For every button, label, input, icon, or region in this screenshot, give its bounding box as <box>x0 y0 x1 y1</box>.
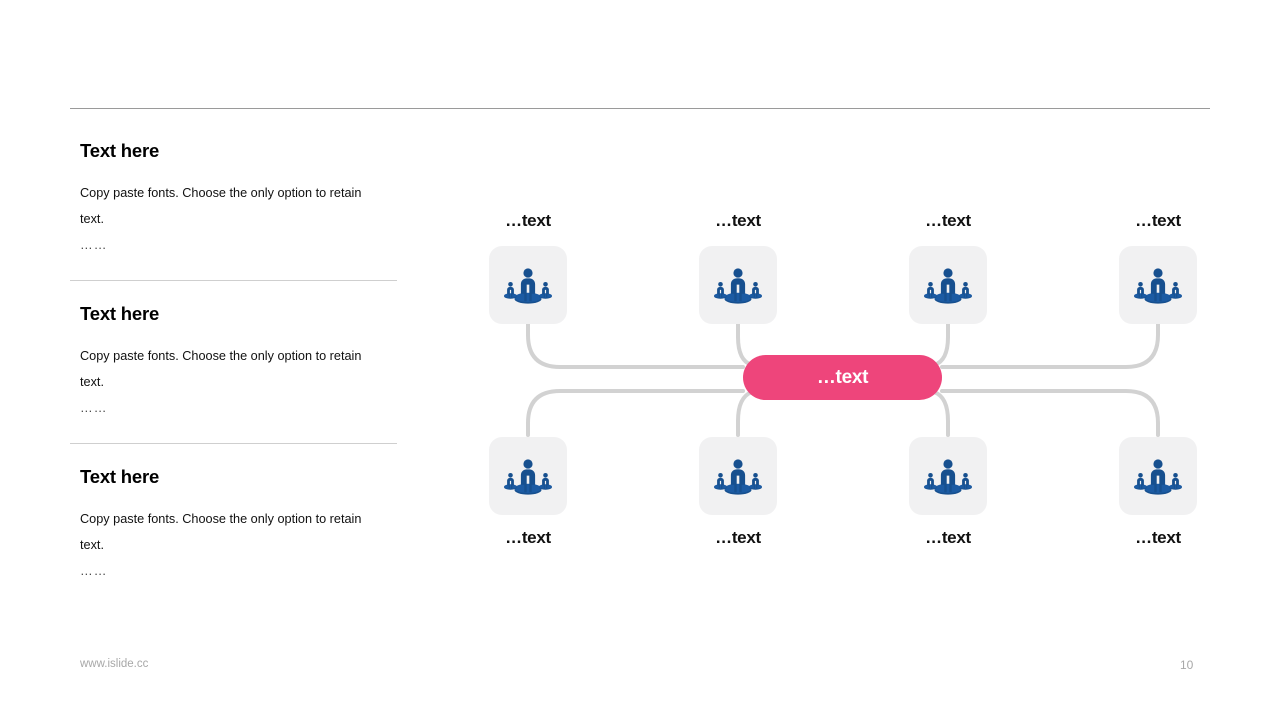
team-leadership-icon <box>503 263 553 307</box>
footer-url[interactable]: www.islide.cc <box>80 658 149 670</box>
text-block-3-dots: …… <box>80 564 108 578</box>
text-block-1-dots: …… <box>80 238 108 252</box>
bottom-node-1[interactable] <box>489 437 567 515</box>
header-divider <box>70 108 1210 109</box>
top-node-2-label: …text <box>715 211 761 230</box>
top-node-1[interactable] <box>489 246 567 324</box>
text-block-3-title: Text here <box>80 466 160 487</box>
top-node-1-label: …text <box>505 211 551 230</box>
text-block-2-body: Copy paste fonts. Choose the only option… <box>80 349 362 389</box>
text-block-2-dots: …… <box>80 401 108 415</box>
text-block-1: Text here Copy paste fonts. Choose the o… <box>70 140 410 266</box>
bottom-node-3-label: …text <box>925 528 971 547</box>
connector-lines <box>526 322 1160 437</box>
top-node-2[interactable] <box>699 246 777 324</box>
text-block-3: Text here Copy paste fonts. Choose the o… <box>70 466 410 592</box>
bottom-node-1-label: …text <box>505 528 551 547</box>
team-leadership-icon <box>503 454 553 498</box>
team-leadership-icon <box>713 263 763 307</box>
bottom-node-2[interactable] <box>699 437 777 515</box>
top-node-3[interactable] <box>909 246 987 324</box>
bottom-node-3[interactable] <box>909 437 987 515</box>
left-text-column: Text here Copy paste fonts. Choose the o… <box>70 140 410 592</box>
top-node-4[interactable] <box>1119 246 1197 324</box>
top-node-4-label: …text <box>1135 211 1181 230</box>
team-leadership-icon <box>923 263 973 307</box>
text-block-1-body: Copy paste fonts. Choose the only option… <box>80 186 362 226</box>
center-hub-pill[interactable]: …text <box>743 355 942 400</box>
text-block-2: Text here Copy paste fonts. Choose the o… <box>70 303 410 429</box>
team-leadership-icon <box>923 454 973 498</box>
team-leadership-icon <box>1133 263 1183 307</box>
bottom-node-4-label: …text <box>1135 528 1181 547</box>
text-block-1-title: Text here <box>80 140 160 161</box>
text-block-divider-1 <box>70 280 397 281</box>
text-block-divider-2 <box>70 443 397 444</box>
team-leadership-icon <box>713 454 763 498</box>
bottom-node-2-label: …text <box>715 528 761 547</box>
bottom-node-4[interactable] <box>1119 437 1197 515</box>
text-block-3-body: Copy paste fonts. Choose the only option… <box>80 512 362 552</box>
center-hub-label: …text <box>816 366 869 388</box>
page-number: 10 <box>1180 658 1194 672</box>
team-leadership-icon <box>1133 454 1183 498</box>
top-node-3-label: …text <box>925 211 971 230</box>
hub-and-spoke-diagram: …text …text …text …text <box>440 185 1250 575</box>
text-block-2-title: Text here <box>80 303 160 324</box>
